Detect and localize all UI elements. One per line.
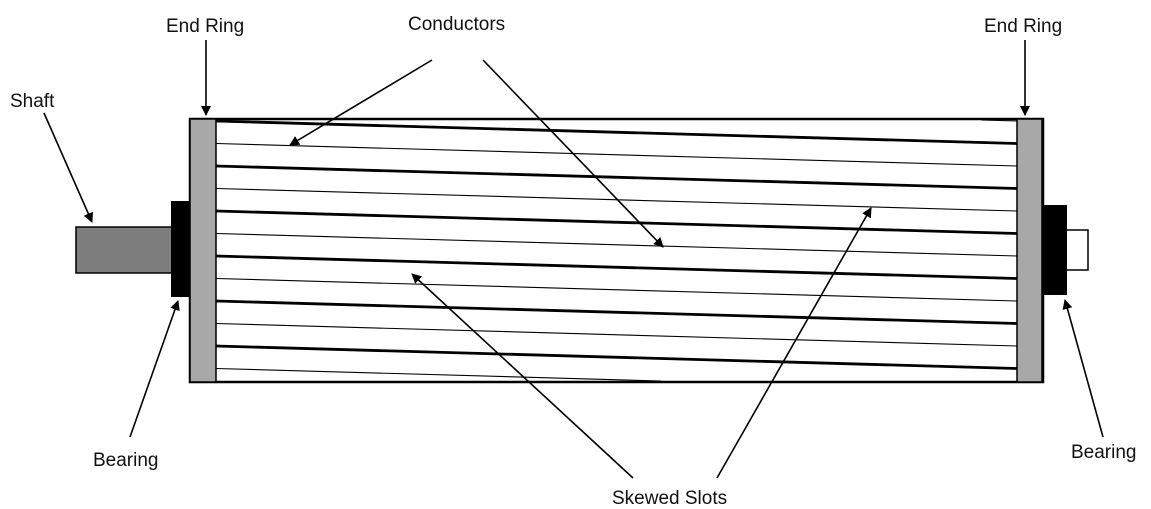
end-ring-left xyxy=(189,118,217,383)
slot-line xyxy=(215,367,662,382)
label-end-ring-right: End Ring xyxy=(984,16,1063,37)
slot-line xyxy=(215,277,1018,302)
arrow-conductors-2 xyxy=(482,59,664,248)
label-end-ring-left: End Ring xyxy=(166,16,245,37)
arrow-conductors-1 xyxy=(289,59,433,146)
slot-line xyxy=(215,142,1018,167)
conductor-line xyxy=(215,254,1018,280)
slot-line xyxy=(981,119,1018,122)
arrow-bearing-left xyxy=(129,300,180,438)
bearing-right-block xyxy=(1043,205,1067,295)
conductor-line xyxy=(215,344,1018,370)
slot-line xyxy=(215,322,1018,347)
rotor-body xyxy=(188,117,1045,384)
label-bearing-right: Bearing xyxy=(1071,442,1137,463)
shaft-left xyxy=(75,226,173,274)
conductor-line xyxy=(215,209,1018,235)
conductor-line xyxy=(215,299,1018,325)
end-ring-right xyxy=(1016,118,1043,383)
label-skewed-slots: Skewed Slots xyxy=(612,488,728,509)
arrows xyxy=(43,40,1104,479)
label-bearing-left: Bearing xyxy=(93,450,159,471)
label-conductors: Conductors xyxy=(408,14,506,35)
label-shaft: Shaft xyxy=(10,91,55,112)
arrow-skewed-slots-2 xyxy=(716,207,872,479)
shaft-right xyxy=(1065,229,1089,271)
conductor-line xyxy=(215,119,1018,145)
slot-line xyxy=(215,232,1018,257)
conductor-line xyxy=(215,164,1018,190)
arrow-bearing-right xyxy=(1062,299,1104,438)
arrow-skewed-slots-1 xyxy=(411,273,634,479)
bearing-left-block xyxy=(171,201,191,297)
arrow-shaft xyxy=(43,112,93,223)
